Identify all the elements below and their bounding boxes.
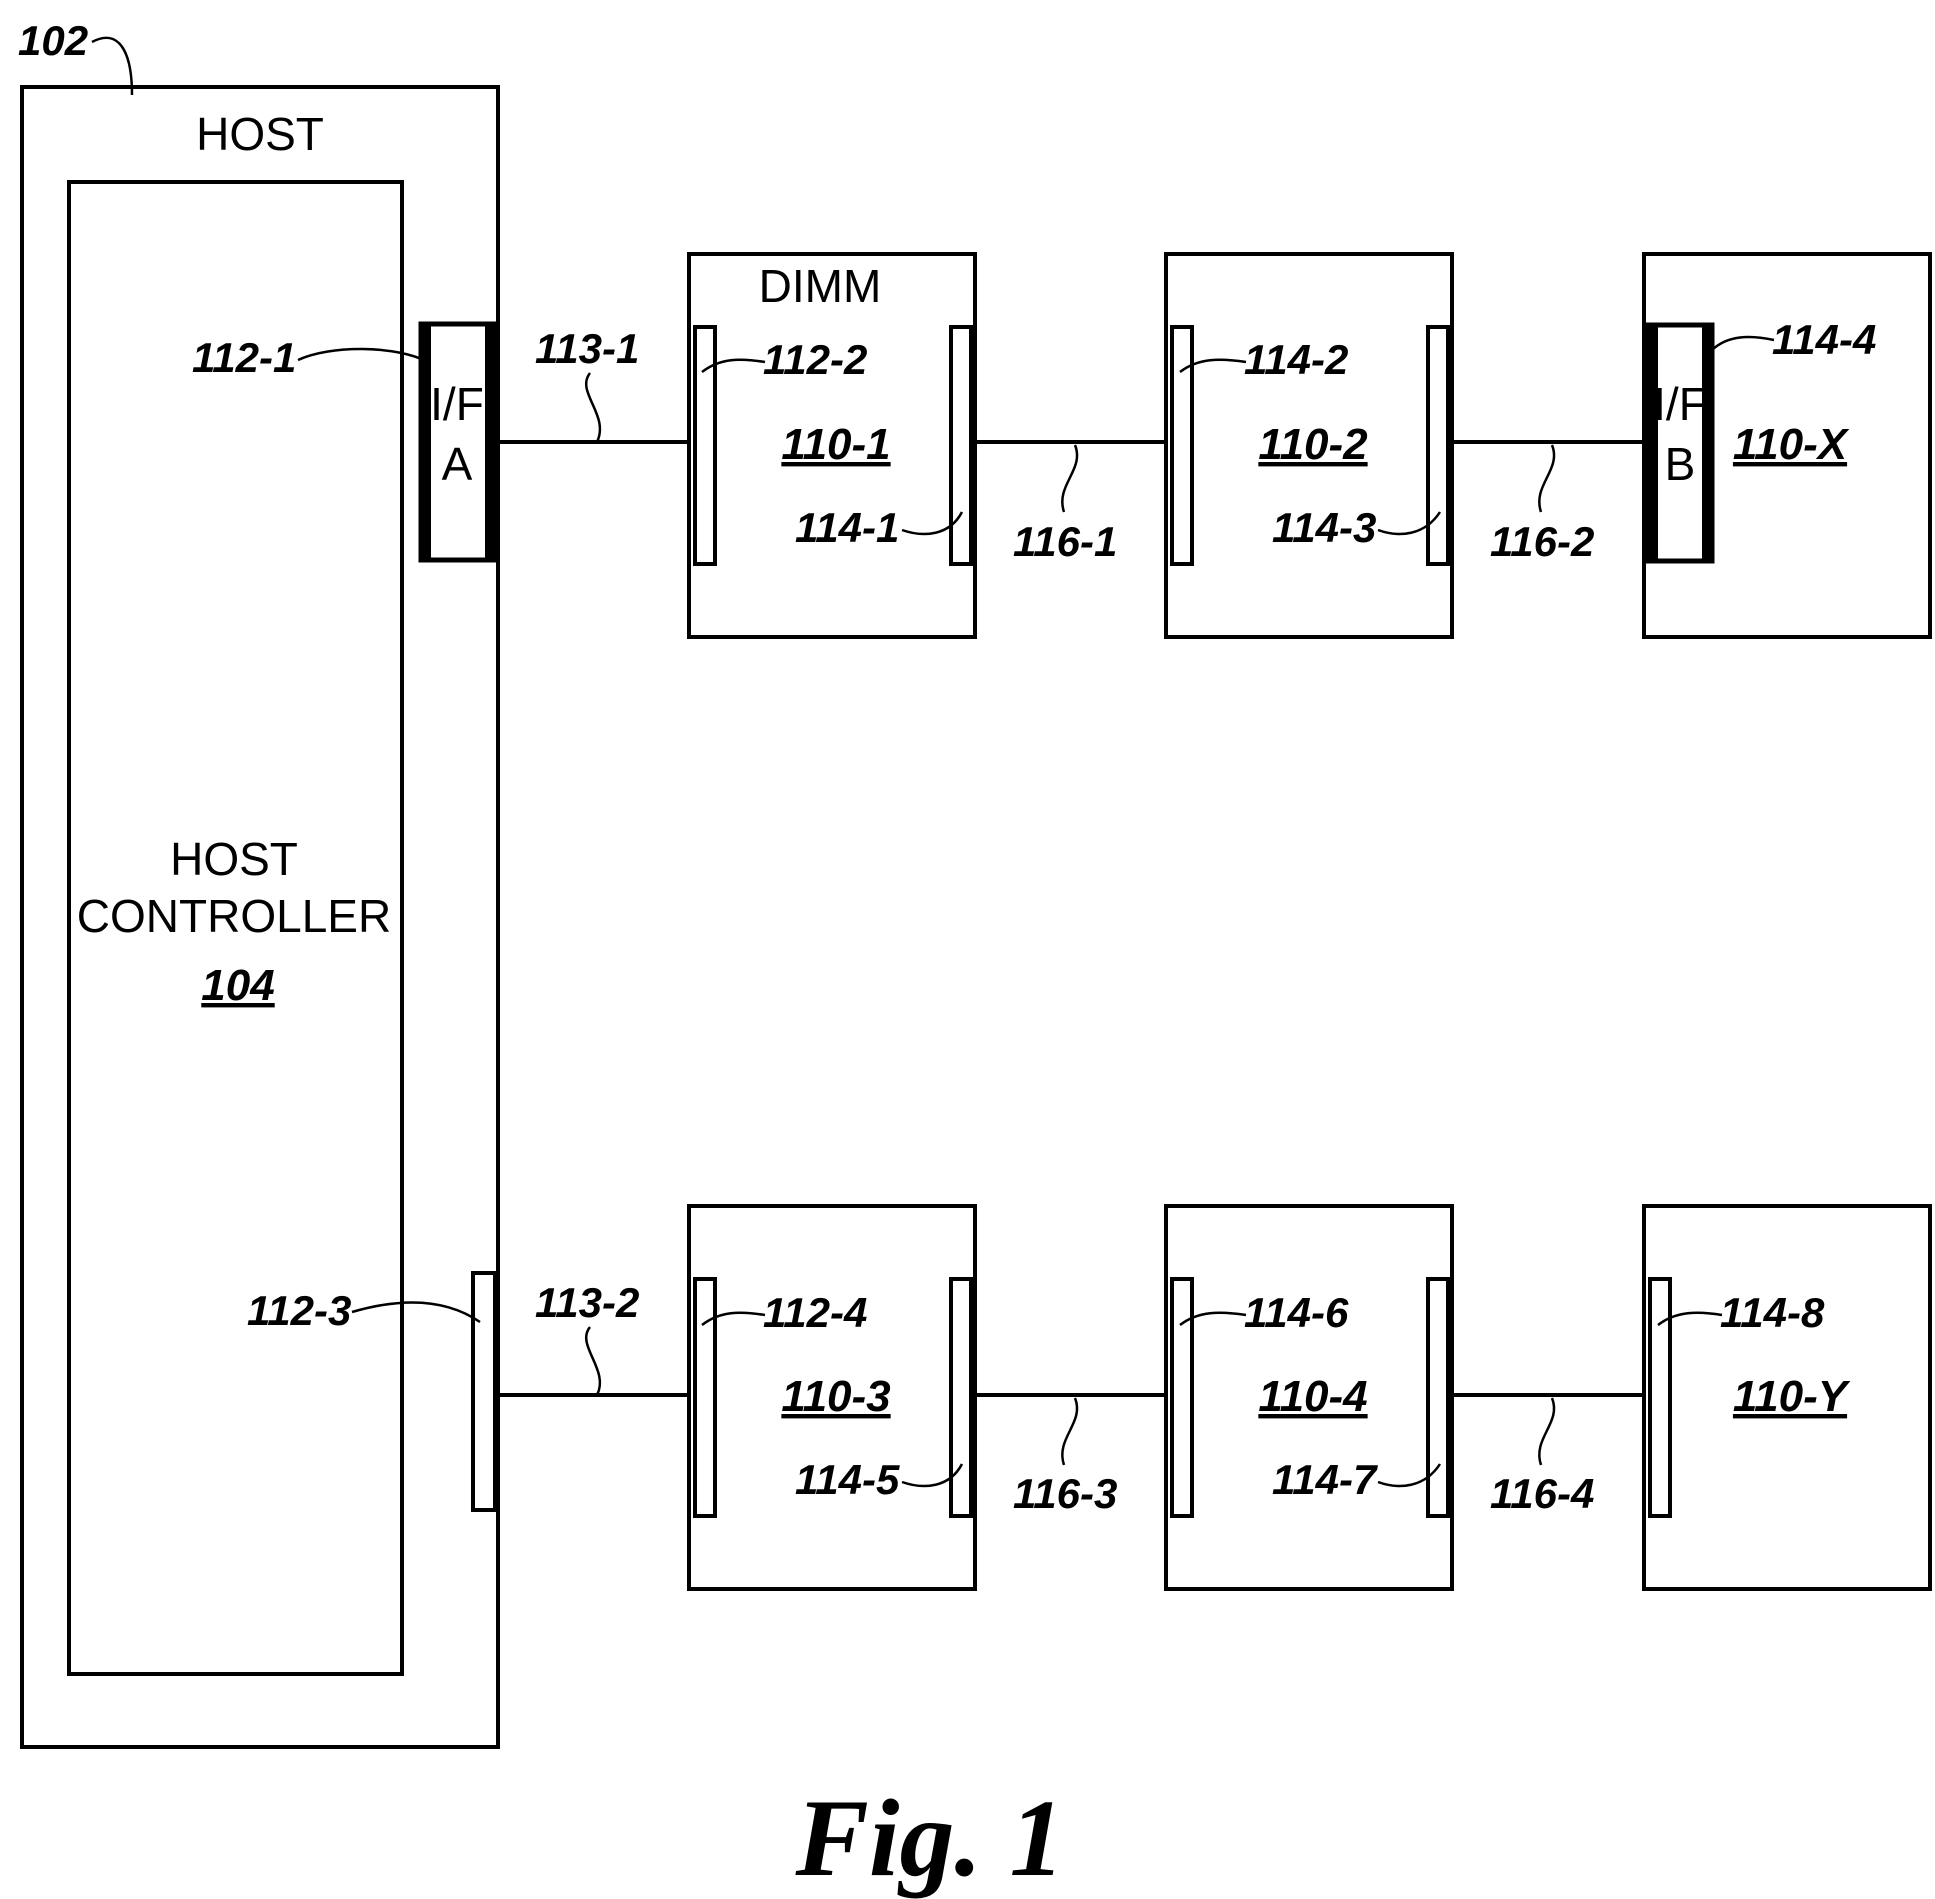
interface-a-line2: A bbox=[442, 438, 473, 490]
host-controller-line2: CONTROLLER bbox=[77, 890, 391, 942]
port-114-1 bbox=[951, 327, 971, 564]
host-ref: 102 bbox=[18, 17, 88, 64]
dimm-label: DIMM bbox=[759, 260, 882, 312]
channel-116-1-leader bbox=[1062, 445, 1077, 512]
module-110-x-ref: 110-X bbox=[1733, 420, 1850, 469]
channel-113-2-ref: 113-2 bbox=[535, 1279, 639, 1326]
port-114-1-ref: 114-1 bbox=[795, 504, 899, 551]
channel-113-2-leader bbox=[586, 1327, 600, 1395]
host-controller-ref: 104 bbox=[201, 961, 274, 1010]
module-110-1-ref: 110-1 bbox=[781, 420, 890, 469]
port-112-1-ref: 112-1 bbox=[192, 334, 296, 381]
interface-b-line2: B bbox=[1665, 438, 1696, 490]
port-114-5 bbox=[951, 1279, 971, 1516]
figure-caption: Fig. 1 bbox=[795, 1777, 1065, 1899]
port-112-3-ref: 112-3 bbox=[247, 1287, 351, 1334]
port-114-2 bbox=[1172, 327, 1192, 564]
port-112-4-ref: 112-4 bbox=[763, 1289, 867, 1336]
port-114-2-ref: 114-2 bbox=[1244, 336, 1348, 383]
channel-116-4-ref: 116-4 bbox=[1490, 1470, 1594, 1517]
interface-a-line1: I/F bbox=[430, 378, 484, 430]
module-110-y-ref: 110-Y bbox=[1733, 1372, 1851, 1421]
channel-113-1-ref: 113-1 bbox=[535, 325, 639, 372]
port-112-2 bbox=[695, 327, 715, 564]
port-114-4-ref: 114-4 bbox=[1772, 316, 1876, 363]
module-110-2-ref: 110-2 bbox=[1258, 420, 1368, 469]
port-114-3 bbox=[1428, 327, 1448, 564]
channel-113-1-leader bbox=[586, 373, 600, 442]
port-114-8 bbox=[1650, 1279, 1670, 1516]
port-114-5-ref: 114-5 bbox=[795, 1456, 900, 1503]
channel-116-1-ref: 116-1 bbox=[1013, 518, 1117, 565]
port-112-1-leader bbox=[298, 349, 428, 362]
channel-116-2-ref: 116-2 bbox=[1490, 518, 1594, 565]
port-114-7 bbox=[1428, 1279, 1448, 1516]
channel-116-2-leader bbox=[1539, 445, 1554, 512]
module-110-3-ref: 110-3 bbox=[781, 1372, 890, 1421]
port-112-3-leader bbox=[352, 1303, 480, 1322]
host-label: HOST bbox=[196, 108, 324, 160]
port-114-6 bbox=[1172, 1279, 1192, 1516]
port-112-3 bbox=[473, 1273, 495, 1510]
channel-116-3-leader bbox=[1062, 1398, 1077, 1465]
interface-b-line1: I/F bbox=[1653, 378, 1707, 430]
port-114-8-ref: 114-8 bbox=[1720, 1289, 1825, 1336]
port-114-4-leader bbox=[1712, 337, 1774, 350]
port-114-6-ref: 114-6 bbox=[1244, 1289, 1349, 1336]
port-112-2-ref: 112-2 bbox=[763, 336, 867, 383]
port-112-4 bbox=[695, 1279, 715, 1516]
port-114-3-ref: 114-3 bbox=[1272, 504, 1376, 551]
module-110-4-ref: 110-4 bbox=[1258, 1372, 1367, 1421]
channel-116-3-ref: 116-3 bbox=[1013, 1470, 1117, 1517]
port-114-7-ref: 114-7 bbox=[1272, 1456, 1378, 1503]
channel-116-4-leader bbox=[1539, 1398, 1554, 1465]
host-controller-line1: HOST bbox=[170, 833, 298, 885]
